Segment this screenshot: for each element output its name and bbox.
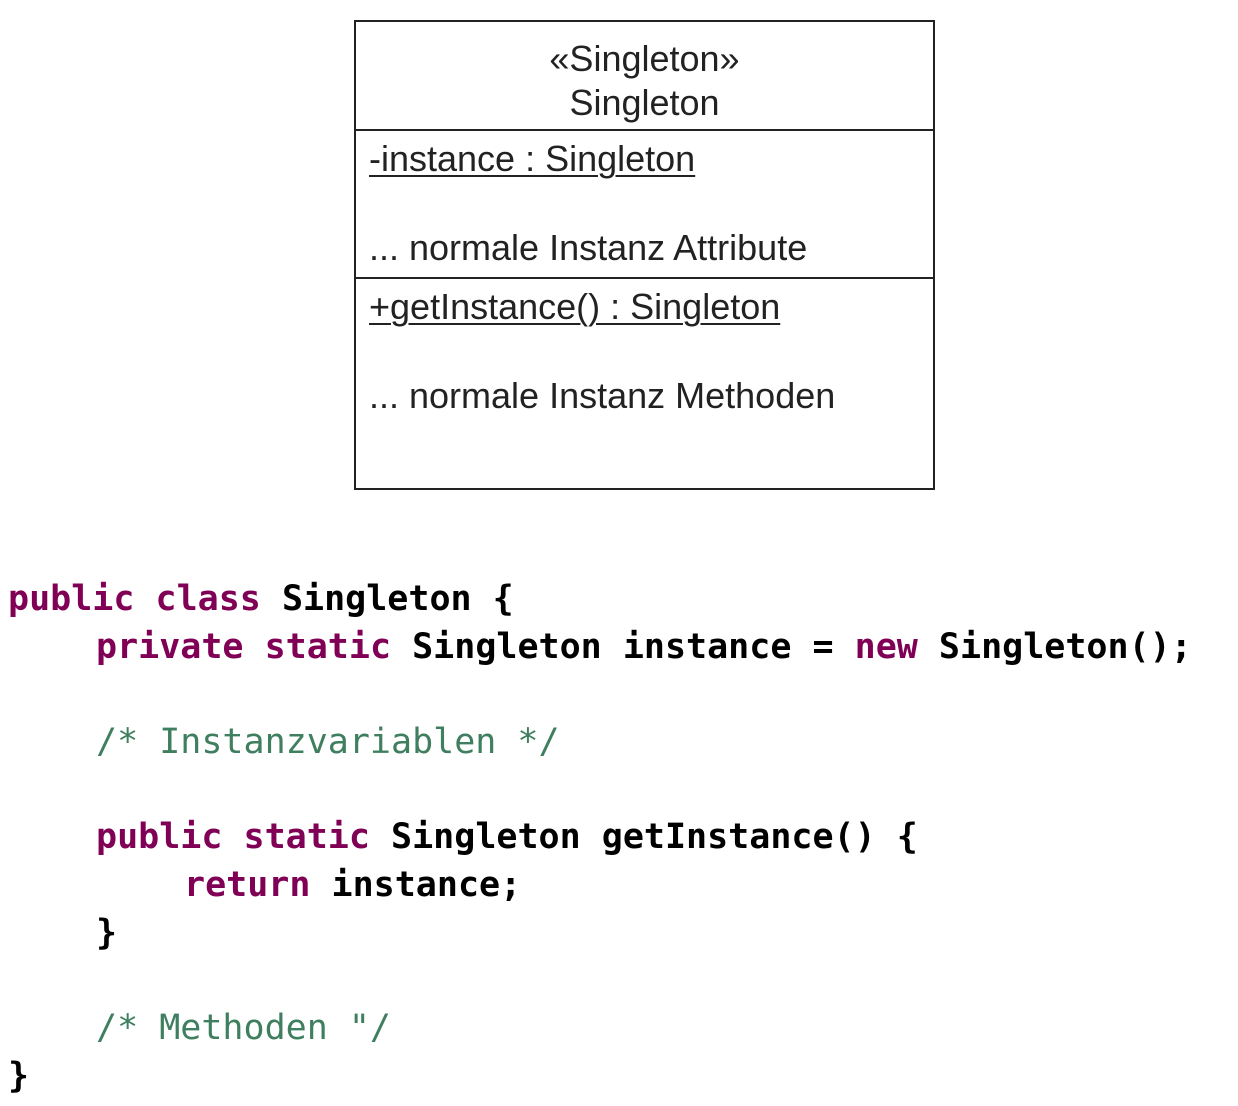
uml-class-name: Singleton bbox=[569, 82, 720, 123]
code-text: } bbox=[8, 1056, 30, 1096]
uml-class-header: «Singleton» Singleton bbox=[356, 22, 933, 131]
keyword: public bbox=[8, 579, 135, 619]
code-line-1: public class Singleton { bbox=[8, 575, 514, 623]
code-line-3: /* Instanzvariablen */ bbox=[8, 718, 560, 766]
keyword: static bbox=[264, 627, 392, 667]
code-comment: /* Methoden "/ bbox=[96, 1008, 392, 1048]
uml-operation-static: +getInstance() : Singleton bbox=[369, 286, 781, 327]
code-line-8: } bbox=[8, 1052, 29, 1100]
code-line-2: private static Singleton instance = new … bbox=[8, 623, 1192, 671]
keyword: private bbox=[96, 627, 244, 667]
code-line-4: public static Singleton getInstance() { bbox=[8, 813, 918, 861]
keyword: return bbox=[184, 865, 311, 905]
code-line-6: } bbox=[8, 909, 117, 957]
code-text: Singleton getInstance() { bbox=[391, 817, 918, 857]
uml-attribute-normal: ... normale Instanz Attribute bbox=[369, 227, 808, 268]
keyword: new bbox=[854, 627, 918, 667]
keyword: public bbox=[96, 817, 223, 857]
code-text: Singleton { bbox=[281, 579, 514, 619]
code-listing: public class Singleton { private static … bbox=[8, 575, 1192, 1096]
code-text: } bbox=[96, 913, 118, 953]
uml-class-box: «Singleton» Singleton -instance : Single… bbox=[354, 20, 935, 490]
uml-operation-normal: ... normale Instanz Methoden bbox=[369, 375, 836, 416]
code-line-7: /* Methoden "/ bbox=[8, 1004, 391, 1052]
code-line-5: return instance; bbox=[8, 861, 521, 909]
uml-operations-compartment: +getInstance() : Singleton ... normale I… bbox=[356, 279, 933, 488]
keyword: static bbox=[243, 817, 370, 857]
code-text: Singleton instance = bbox=[412, 627, 834, 667]
keyword: class bbox=[155, 579, 261, 619]
uml-attributes-compartment: -instance : Singleton ... normale Instan… bbox=[356, 131, 933, 279]
code-text: instance; bbox=[331, 865, 522, 905]
code-text: Singleton(); bbox=[938, 627, 1192, 667]
uml-stereotype: «Singleton» bbox=[549, 38, 740, 79]
uml-attribute-static: -instance : Singleton bbox=[369, 138, 696, 179]
code-comment: /* Instanzvariablen */ bbox=[96, 722, 560, 762]
